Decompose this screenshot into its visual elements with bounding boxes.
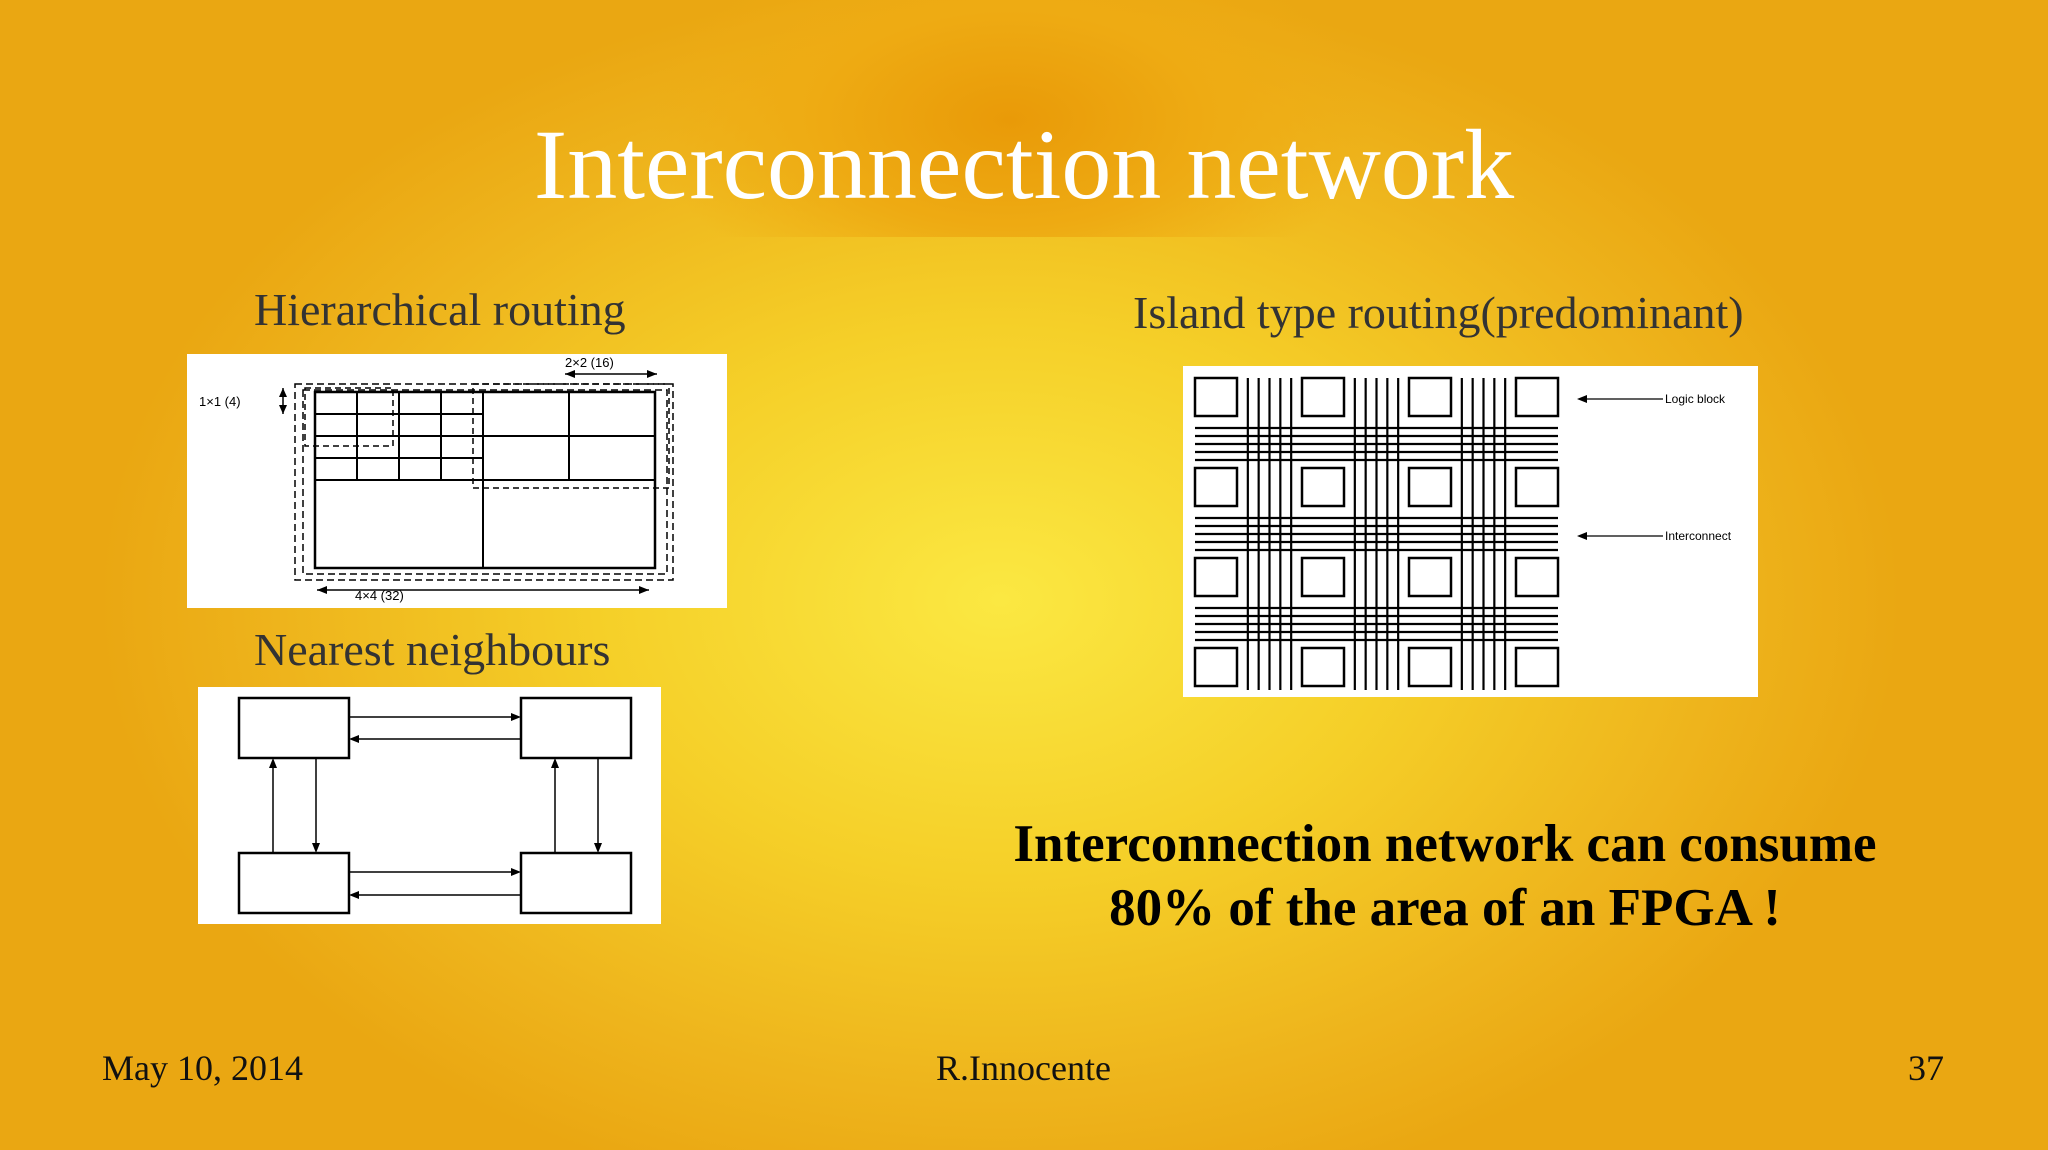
- footer-date: May 10, 2014: [102, 1048, 303, 1088]
- logic-block: [1407, 376, 1453, 418]
- annotation-logic-block: Logic block: [1665, 392, 1726, 406]
- title-band: [0, 0, 2048, 237]
- slide-title: Interconnection network: [533, 109, 1515, 220]
- logic-block: [1193, 466, 1239, 508]
- island-routing-label: Island type routing(predominant): [1133, 287, 1744, 338]
- footer-page-number: 37: [1908, 1048, 1944, 1088]
- annotation-1x1: 1×1 (4): [199, 394, 241, 409]
- hierarchical-routing-label: Hierarchical routing: [254, 284, 626, 335]
- annotation-4x4: 4×4 (32): [355, 588, 404, 603]
- note-line-1: Interconnection network can consume: [1013, 815, 1877, 873]
- nearest-neighbours-label: Nearest neighbours: [254, 624, 611, 675]
- area-consumption-note: Interconnection network can consume 80% …: [940, 812, 1950, 940]
- logic-block: [1300, 376, 1346, 418]
- footer-author: R.Innocente: [936, 1048, 1111, 1088]
- logic-block: [1514, 646, 1560, 688]
- logic-block: [1300, 646, 1346, 688]
- logic-block: [1193, 556, 1239, 598]
- logic-block: [1300, 556, 1346, 598]
- logic-block: [1300, 466, 1346, 508]
- logic-block: [1193, 646, 1239, 688]
- logic-block: [1514, 466, 1560, 508]
- logic-block: [1407, 556, 1453, 598]
- annotation-interconnect: Interconnect: [1665, 529, 1732, 543]
- logic-block: [1407, 646, 1453, 688]
- island-routing-diagram: Logic block Interconnect: [1183, 366, 1758, 697]
- logic-block: [1514, 556, 1560, 598]
- logic-block: [1193, 376, 1239, 418]
- note-line-2: 80% of the area of an FPGA !: [1109, 879, 1781, 937]
- nearest-neighbours-diagram: [198, 687, 661, 924]
- hierarchical-routing-diagram: 2×2 (16) 1×1 (4) 4×4 (32): [187, 354, 727, 608]
- logic-block: [1407, 466, 1453, 508]
- logic-block: [1514, 376, 1560, 418]
- annotation-2x2: 2×2 (16): [565, 355, 614, 370]
